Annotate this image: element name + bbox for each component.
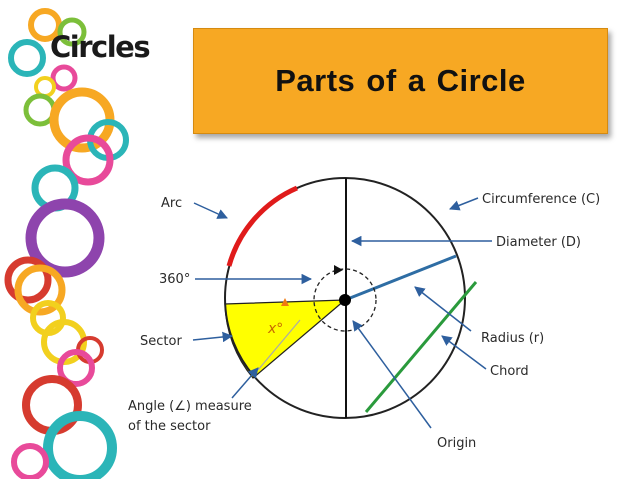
ring-decoration (50, 64, 78, 92)
arrow-arc (193, 202, 228, 219)
label-circumference: Circumference (C) (482, 192, 600, 207)
arrow-radius (414, 286, 472, 332)
center-point (339, 294, 351, 306)
ring-decoration (11, 443, 49, 479)
deck-title: Circles (50, 30, 151, 64)
ring-decoration (57, 17, 87, 47)
label-arc: Arc (161, 196, 182, 211)
label-angle-line2: of the sector (128, 419, 211, 434)
arc-highlight (226, 185, 298, 267)
ring-decoration (8, 39, 46, 77)
label-radius: Radius (r) (481, 331, 544, 346)
angle-marker-arrowhead (281, 298, 289, 306)
arrow-chord (441, 335, 487, 370)
arrow-circumference (449, 197, 479, 211)
label-chord: Chord (490, 364, 529, 379)
ring-decoration (25, 198, 105, 278)
ring-decoration (28, 8, 62, 42)
ring-decoration (62, 134, 114, 186)
ring-decoration (14, 264, 66, 316)
arrow-origin (352, 320, 432, 429)
angle-x-label: x° (267, 321, 283, 337)
radius-line (344, 254, 457, 302)
label-origin: Origin (437, 436, 476, 451)
label-angle-line1: Angle (∠) measure (128, 399, 252, 414)
angle-indicator-line (257, 319, 301, 371)
slide-title-box: Parts of a Circle (193, 28, 608, 134)
ring-decoration (57, 349, 95, 387)
angle-indicator-circle (313, 268, 377, 332)
sector-fill (224, 299, 347, 379)
ring-decoration (4, 256, 52, 304)
decorative-rings (4, 8, 129, 479)
label-sector: Sector (140, 334, 182, 349)
arrow-sector (192, 331, 234, 343)
label-diameter: Diameter (D) (496, 235, 581, 250)
arrow-angle (231, 367, 259, 399)
angle-direction-arrowhead (334, 265, 343, 275)
slide-title: Parts of a Circle (275, 63, 526, 98)
label-360: 360° (159, 272, 190, 287)
ring-decoration (43, 411, 117, 479)
chord-line (364, 281, 478, 413)
